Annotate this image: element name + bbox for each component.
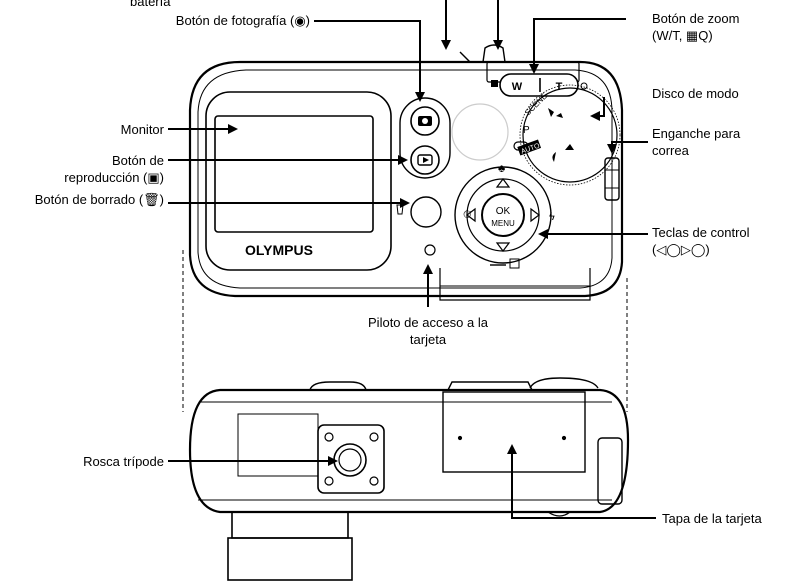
zoom-t-label: T [556, 81, 563, 93]
leader-lines [168, 0, 656, 519]
label-access-1: Piloto de acceso a la [368, 315, 489, 330]
label-photo-button: Botón de fotografía (◉) [176, 13, 310, 28]
erase-button [410, 196, 442, 228]
playback-button [410, 145, 440, 175]
label-control-2: (◁◯▷◯) [652, 242, 710, 258]
label-control-1: Teclas de control [652, 225, 750, 240]
label-card-cover: Tapa de la tarjeta [662, 511, 763, 526]
svg-text:⏱: ⏱ [463, 209, 472, 221]
svg-text:P: P [523, 125, 530, 136]
brand-logo: OLYMPUS [245, 242, 313, 258]
label-access-2: tarjeta [410, 332, 447, 347]
camera-back-view: SCENE P AUTO ⏱ ϟ ♣ [188, 44, 624, 301]
ok-menu-button [481, 193, 525, 237]
label-erase: Botón de borrado (🗑) [35, 192, 164, 207]
control-pad: ⏱ ϟ ♣ [454, 163, 555, 269]
label-strap-1: Enganche para [652, 126, 741, 141]
label-mode-dial: Disco de modo [652, 86, 739, 101]
svg-text:♣: ♣ [498, 163, 505, 175]
monitor-screen [214, 115, 374, 233]
label-zoom-2: (W/T, ▦Q) [652, 28, 713, 43]
view-connector-lines [182, 250, 628, 412]
menu-label: MENU [491, 219, 515, 228]
label-zoom-1: Botón de zoom [652, 11, 739, 26]
ok-label: OK [496, 206, 511, 217]
tripod-socket [317, 424, 385, 494]
svg-text:ϟ: ϟ [549, 211, 555, 223]
card-cover-panel [442, 391, 586, 473]
label-playback-2: reproducción (▣) [64, 170, 164, 185]
label-playback-1: Botón de [112, 153, 164, 168]
label-tripod: Rosca trípode [83, 454, 164, 469]
camera-bottom-view [188, 377, 630, 581]
card-access-lamp [424, 244, 436, 256]
zoom-w-label: W [512, 81, 523, 93]
label-monitor: Monitor [121, 122, 165, 137]
label-battery: batería [130, 0, 171, 9]
monitor-bezel [205, 91, 392, 271]
label-strap-2: correa [652, 143, 690, 158]
photo-button [410, 106, 440, 136]
